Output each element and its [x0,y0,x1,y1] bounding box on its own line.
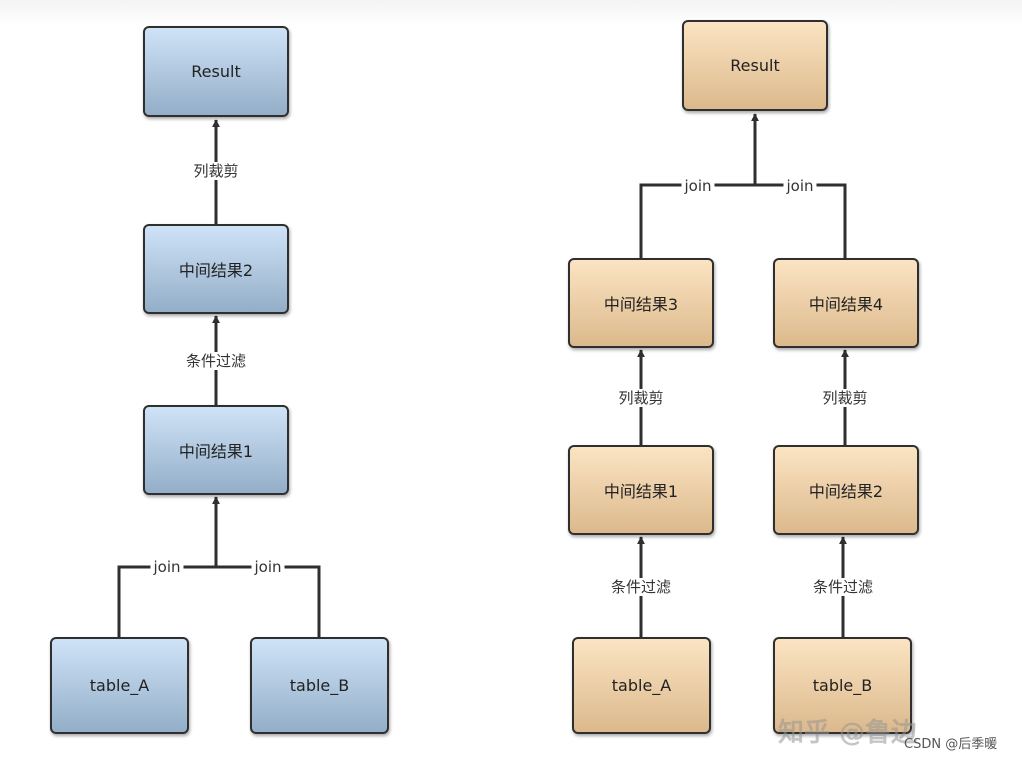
right-filterL-label: 条件过滤 [607,578,675,596]
right-joinR-label: join [783,177,817,195]
edge-join-left [117,565,321,637]
right-mid1-node: 中间结果1 [568,445,714,535]
left-filter-label: 条件过滤 [182,352,250,370]
right-mid2-label: 中间结果2 [808,482,884,501]
right-tableA-label: table_A [611,676,672,695]
left-joinA-label: join [150,558,184,576]
csdn-watermark: CSDN @后季暖 [904,737,998,752]
right-mid2-node: 中间结果2 [773,445,919,535]
right-mid1-label: 中间结果1 [603,482,679,501]
right-mid4-node: 中间结果4 [773,258,919,348]
right-pruneL-label: 列裁剪 [615,389,667,407]
right-mid3-label: 中间结果3 [603,295,679,314]
left-tableA-node: table_A [50,637,189,734]
right-pruneR-label: 列裁剪 [819,389,871,407]
edge-join-right [639,183,847,258]
right-mid3-node: 中间结果3 [568,258,714,348]
right-joinL-label: join [681,177,715,195]
left-joinB-label: join [251,558,285,576]
left-tableA-label: table_A [89,676,150,695]
top-fade [0,0,1022,26]
left-prune-label: 列裁剪 [190,162,242,180]
right-result-label: Result [730,56,780,75]
left-tableB-label: table_B [289,676,350,695]
zhihu-watermark: 知乎 @鲁边 [778,718,918,748]
left-mid2-node: 中间结果2 [143,224,289,314]
right-mid4-label: 中间结果4 [808,295,884,314]
left-result-node: Result [143,26,289,117]
right-tableB-node: table_B [773,637,912,734]
right-tableB-label: table_B [812,676,873,695]
left-mid2-label: 中间结果2 [178,261,254,280]
left-tableB-node: table_B [250,637,389,734]
right-filterR-label: 条件过滤 [809,578,877,596]
left-result-label: Result [191,62,241,81]
right-tableA-node: table_A [572,637,711,734]
left-mid1-node: 中间结果1 [143,405,289,495]
left-mid1-label: 中间结果1 [178,442,254,461]
right-result-node: Result [682,20,828,111]
